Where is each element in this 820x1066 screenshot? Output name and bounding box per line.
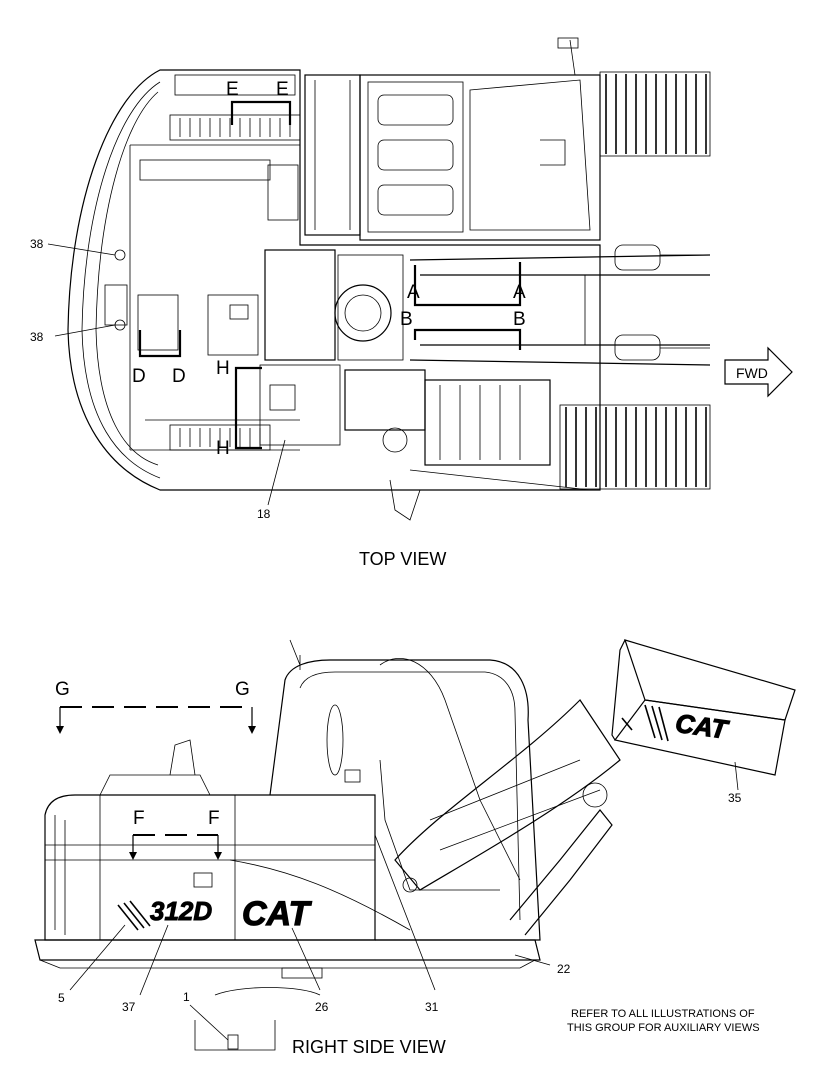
cat-decal-detail: CAT 35 bbox=[611, 639, 796, 805]
section-label-b-right: B bbox=[513, 309, 526, 330]
top-view-title: TOP VIEW bbox=[359, 549, 446, 569]
top-view: E E A A B B D D H H 38 38 bbox=[30, 37, 793, 569]
section-label-b-left: B bbox=[400, 309, 413, 330]
callout-31: 31 bbox=[425, 1000, 439, 1014]
section-e-marker: E E bbox=[226, 79, 292, 125]
callout-26: 26 bbox=[315, 1000, 329, 1014]
callout-37: 37 bbox=[122, 1000, 136, 1014]
section-label-e-right: E bbox=[276, 79, 289, 100]
auxiliary-note: REFER TO ALL ILLUSTRATIONS OF THIS GROUP… bbox=[567, 1008, 760, 1034]
callout-5: 5 bbox=[58, 991, 65, 1005]
boom-side bbox=[394, 699, 621, 891]
decal-stripe-detail bbox=[621, 704, 669, 742]
cat-decal-detail-text: CAT bbox=[674, 708, 731, 745]
forward-arrow-label: FWD bbox=[736, 365, 768, 381]
note-line-2: THIS GROUP FOR AUXILIARY VIEWS bbox=[567, 1022, 760, 1034]
model-decal-text: 312D bbox=[150, 896, 212, 926]
callout-22: 22 bbox=[557, 962, 571, 976]
callout-38-lower: 38 bbox=[30, 330, 44, 344]
upper-structure-outline bbox=[67, 69, 601, 491]
section-g-marker: G G bbox=[55, 679, 256, 734]
side-view: 312D CAT G G F F bbox=[34, 639, 621, 1057]
callout-38-upper: 38 bbox=[30, 237, 44, 251]
section-label-g-right: G bbox=[235, 679, 250, 700]
model-decal: 312D bbox=[117, 872, 213, 931]
section-a-marker: A A bbox=[407, 262, 526, 307]
access-panel bbox=[264, 249, 336, 361]
section-f-marker: F F bbox=[129, 808, 222, 860]
track-upper bbox=[599, 71, 711, 157]
note-line-1: REFER TO ALL ILLUSTRATIONS OF bbox=[571, 1008, 755, 1020]
section-label-h-top: H bbox=[216, 358, 230, 379]
callout-1: 1 bbox=[183, 990, 190, 1004]
section-label-f-left: F bbox=[133, 808, 145, 829]
section-label-a-left: A bbox=[407, 282, 420, 303]
track-lower bbox=[559, 404, 711, 490]
section-b-marker: B B bbox=[400, 309, 526, 350]
section-label-a-right: A bbox=[513, 282, 526, 303]
callout-18: 18 bbox=[257, 507, 271, 521]
engine-grille-top bbox=[139, 74, 301, 181]
side-view-title: RIGHT SIDE VIEW bbox=[292, 1037, 446, 1057]
section-label-d-left: D bbox=[132, 366, 146, 387]
section-label-h-bottom: H bbox=[216, 438, 230, 459]
section-h-marker: H H bbox=[216, 358, 262, 459]
section-label-f-right: F bbox=[208, 808, 220, 829]
callout-35: 35 bbox=[728, 791, 742, 805]
section-label-g-left: G bbox=[55, 679, 70, 700]
reflector-upper bbox=[114, 249, 126, 261]
machine-body-outline bbox=[44, 794, 376, 941]
cat-decal-side: CAT bbox=[242, 895, 313, 933]
section-label-d-right: D bbox=[172, 366, 186, 387]
swing-bearing bbox=[334, 284, 392, 342]
section-label-e-left: E bbox=[226, 79, 239, 100]
section-d-marker: D D bbox=[132, 330, 186, 387]
boom bbox=[409, 244, 711, 366]
cab-roof bbox=[359, 37, 601, 241]
cab-side bbox=[269, 659, 541, 941]
forward-arrow: FWD bbox=[724, 346, 793, 398]
model-decal-stripe bbox=[117, 900, 151, 931]
